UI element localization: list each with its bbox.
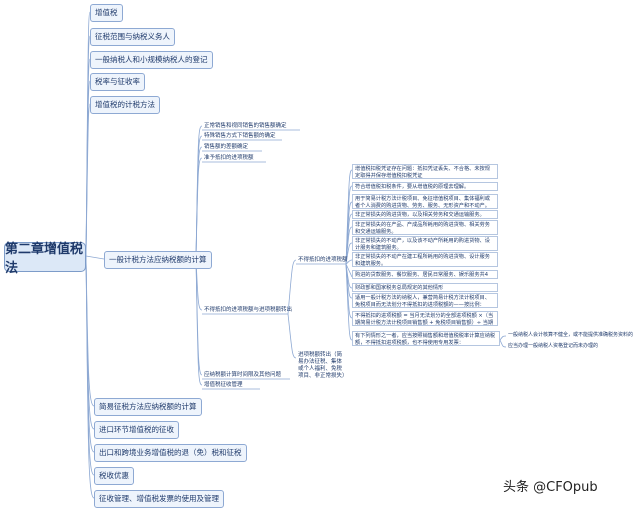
sub-nondeductible-input[interactable]: 不得抵扣的进项税额与进项税额转出 xyxy=(204,307,293,313)
item-simple-exempt-welfare[interactable]: 用于简易计税方法计税项目、免征增值税项目、集体福利或者个人消费的购进货物、劳务、… xyxy=(352,194,498,209)
leaf-registration[interactable]: 应当办理一般纳税人资格登记而未办理的 xyxy=(508,343,599,349)
topic-import-vat[interactable]: 进口环节增值税的征收 xyxy=(94,421,179,439)
item-vat-principle[interactable]: 符合增值税扣税条件，要从增值税的原理去理解。 xyxy=(352,182,498,191)
item-special-cases[interactable]: 有下列情形之一者，应当按照销售额和增值税税率计算应纳税额，不得抵扣进项税额，也不… xyxy=(352,331,500,346)
root-node[interactable]: 第二章增值税法 xyxy=(4,242,86,276)
item-voucher-issue[interactable]: 增值税扣税凭证存在问题：抵扣凭证丢失、不合格、未按规定取得并保存增值税扣税凭证 xyxy=(352,164,498,179)
sub-deductible-input[interactable]: 准予抵扣的进项税额 xyxy=(204,155,254,161)
item-formula[interactable]: 不得抵扣的进项税额 = 当月无法划分的全部进项税额 ×（当期简易计税方法计税项目… xyxy=(352,311,498,326)
sub-normal-sales[interactable]: 正常销售和视同销售的销售额确定 xyxy=(204,123,287,129)
leaf-accounting[interactable]: 一般纳税人会计核算不健全，或不能提供准确税务资料的 xyxy=(508,332,634,338)
watermark: 头条 @CFOpub xyxy=(503,480,598,495)
item-abnormal-products[interactable]: 非正常损失的在产品、产成品所耗用的购进货物、相关劳务和交通运输服务。 xyxy=(352,220,498,235)
topic-registration[interactable]: 一般纳税人和小规模纳税人的登记 xyxy=(90,51,213,69)
transfer-note[interactable]: 进项税额转出（简易办法征税、集体或个人福利、免税项目、非正常损失） xyxy=(298,352,348,379)
topic-tax-incentives[interactable]: 税收优惠 xyxy=(94,467,134,485)
root-label: 第二章增值税法 xyxy=(5,242,84,276)
item-abnormal-realestate[interactable]: 非正常损失的不动产，以及该不动产所耗用的购进货物、设计服务和建筑服务。 xyxy=(352,236,498,251)
topic-calc-methods[interactable]: 增值税的计税方法 xyxy=(90,96,160,114)
item-abnormal-goods[interactable]: 非正常损失的购进货物，以及相关劳务和交通运输服务。 xyxy=(352,210,498,219)
sub-collection[interactable]: 增值税征收管理 xyxy=(204,382,243,388)
sub-difference-sales[interactable]: 销售额的差额确定 xyxy=(204,144,249,150)
deduct-label[interactable]: 不得抵扣的进项税额 xyxy=(298,257,348,263)
item-proportion-rule[interactable]: 适用一般计税方法的纳税人，兼营简易计税方法计税项目、免税项目而无法划分不得抵扣的… xyxy=(352,293,498,308)
item-four-services[interactable]: 购进的贷款服务、餐饮服务、居民日常服务、娱乐服务共4项。 xyxy=(352,270,498,279)
topic-tax-rates[interactable]: 税率与征收率 xyxy=(90,73,145,91)
topic-collection-invoices[interactable]: 征收管理、增值税发票的使用及管理 xyxy=(94,490,224,508)
topic-simple-method[interactable]: 简易征税方法应纳税额的计算 xyxy=(94,398,202,416)
sub-special-sales[interactable]: 特殊销售方式下销售额的确定 xyxy=(204,133,276,139)
item-abnormal-construction[interactable]: 非正常损失的不动产在建工程所耗用的购进货物、设计服务和建筑服务。 xyxy=(352,252,498,267)
topic-export-refund[interactable]: 出口和跨境业务增值税的退（免）税和征税 xyxy=(94,444,247,462)
topic-general-method[interactable]: 一般计税方法应纳税额的计算 xyxy=(104,251,212,269)
topic-scope-taxpayer[interactable]: 征税范围与纳税义务人 xyxy=(90,28,175,46)
sub-time-limit[interactable]: 应纳税额计算时间限及其他问题 xyxy=(204,372,282,378)
item-other-cases[interactable]: 财政部和国家税务总局规定的其他情形 xyxy=(352,283,498,292)
topic-vat[interactable]: 增值税 xyxy=(90,4,123,22)
